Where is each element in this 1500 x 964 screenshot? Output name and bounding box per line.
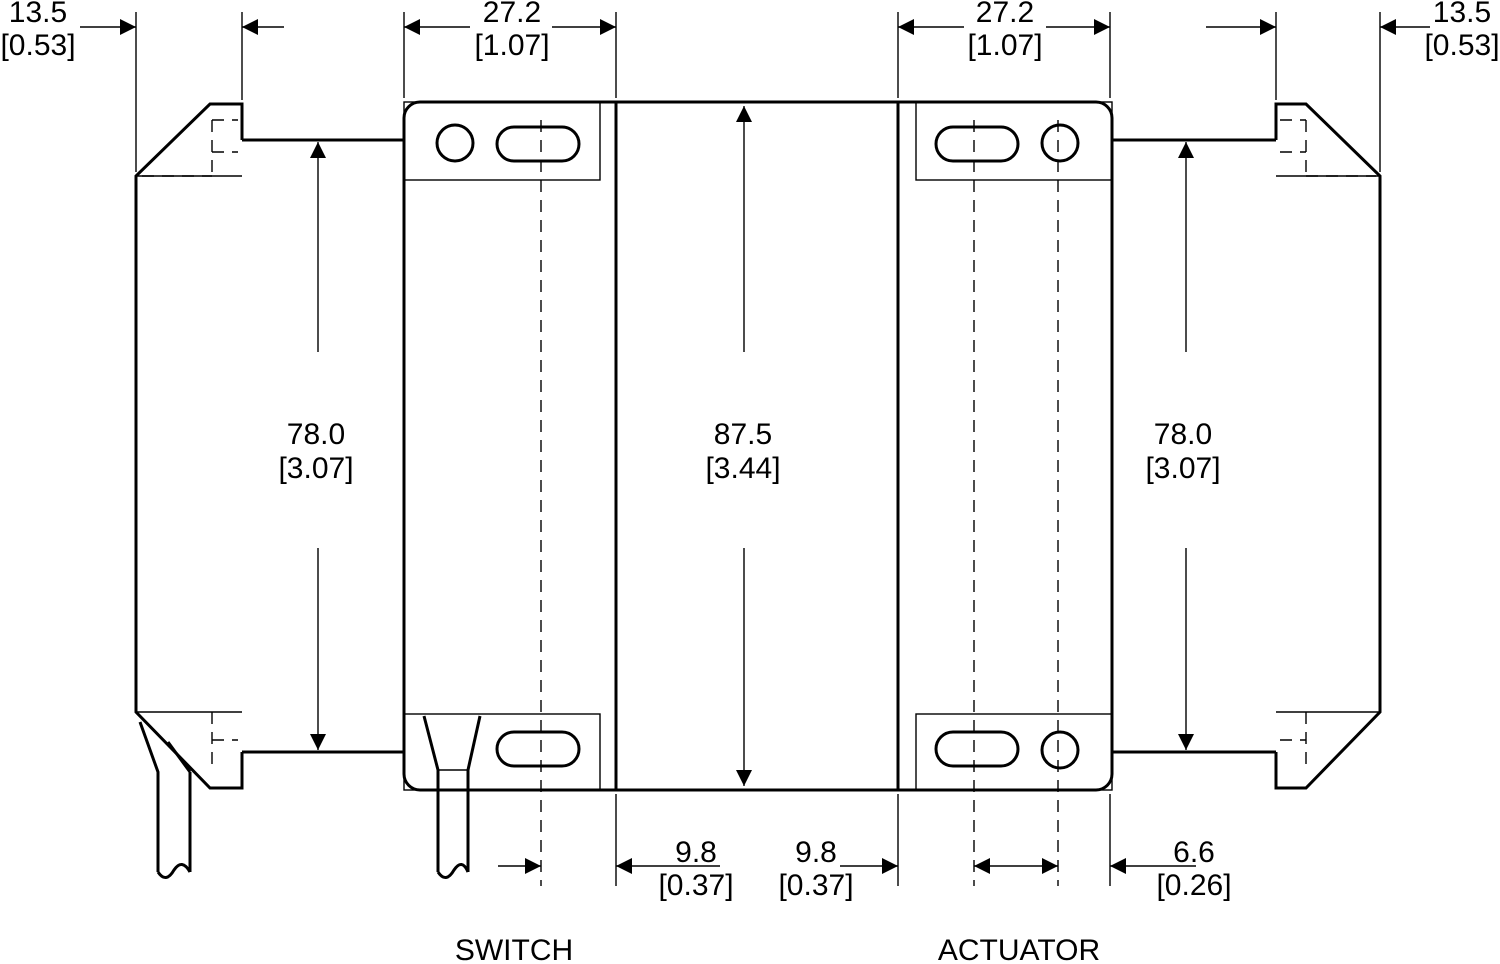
left-flange	[134, 102, 244, 879]
dim-actuator-body-width: 27.2 [1.07]	[898, 0, 1110, 62]
dim-value-in: [0.26]	[1156, 869, 1231, 902]
switch-mounting-pads	[403, 101, 601, 886]
dim-switch-sensing-offset: 9.8 [0.37]	[498, 836, 734, 902]
dim-value-mm: 78.0	[1154, 418, 1212, 451]
dim-value-in: [0.53]	[1424, 29, 1499, 62]
dim-overall-height: 87.5 [3.44]	[705, 106, 781, 786]
dim-value-in: [0.53]	[0, 29, 75, 62]
right-flange	[1274, 102, 1382, 790]
dim-value-in: [1.07]	[967, 29, 1042, 62]
dim-actuator-edge-offset: 6.6 [0.26]	[1110, 836, 1232, 902]
dim-actuator-sensing-offset: 9.8 [0.37]	[778, 836, 898, 902]
dim-right-flange-height: 78.0 [3.07]	[1145, 142, 1221, 750]
mounting-hole	[435, 123, 475, 163]
dim-value-in: [1.07]	[474, 29, 549, 62]
dim-value-in: [3.07]	[1145, 452, 1220, 485]
switch-label: SWITCH	[455, 934, 573, 964]
dim-value-mm: 27.2	[483, 0, 541, 29]
dim-value-mm: 87.5	[714, 418, 772, 451]
dim-right-flange-width: 13.5 [0.53]	[1206, 0, 1500, 62]
mounting-slot	[934, 730, 1020, 768]
dim-value-mm: 6.6	[1173, 836, 1215, 869]
dim-value-in: [3.44]	[705, 452, 780, 485]
actuator-mounting-pads	[915, 101, 1113, 886]
dim-value-mm: 27.2	[976, 0, 1034, 29]
dim-switch-body-width: 27.2 [1.07]	[404, 0, 616, 62]
dim-value-mm: 78.0	[287, 418, 345, 451]
mounting-hole	[1040, 730, 1080, 770]
mounting-slot	[934, 125, 1020, 163]
main-body	[402, 100, 1114, 792]
dim-left-flange-height: 78.0 [3.07]	[278, 142, 354, 750]
mounting-slot	[495, 125, 581, 163]
dim-value-mm: 9.8	[795, 836, 837, 869]
dim-value-mm: 9.8	[675, 836, 717, 869]
dim-value-mm: 13.5	[1433, 0, 1491, 29]
dim-value-in: [0.37]	[778, 869, 853, 902]
dim-value-mm: 13.5	[9, 0, 67, 29]
dim-value-in: [3.07]	[278, 452, 353, 485]
dim-value-in: [0.37]	[658, 869, 733, 902]
actuator-label: ACTUATOR	[938, 934, 1100, 964]
mounting-hole	[1040, 123, 1080, 163]
dim-left-flange-width: 13.5 [0.53]	[0, 0, 284, 62]
mounting-slot	[495, 730, 581, 768]
